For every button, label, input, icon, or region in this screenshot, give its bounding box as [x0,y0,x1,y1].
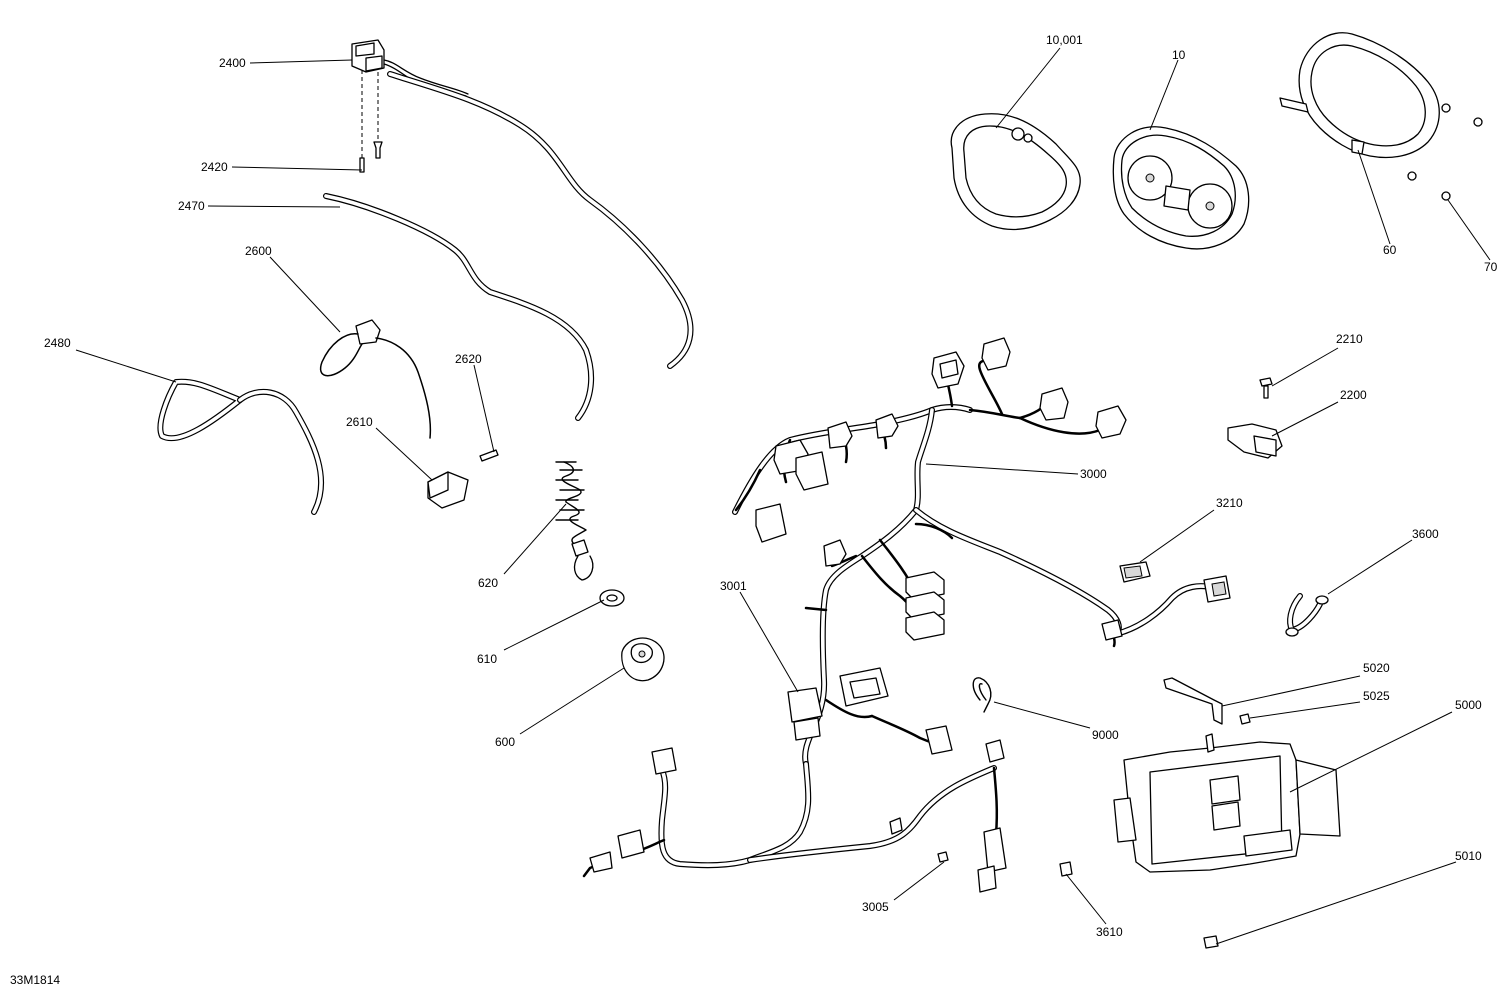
callout-2420: 2420 [201,160,228,174]
part-2420-screws [359,70,383,173]
callout-3000: 3000 [1080,467,1107,481]
part-5020-bracket [1163,677,1223,725]
callout-5010: 5010 [1455,849,1482,863]
leader-lines [75,47,1491,945]
part-10001-bezel [950,113,1081,231]
part-3610-screw [1059,861,1073,877]
part-3600-cable [1285,593,1329,637]
callout-3001: 3001 [720,579,747,593]
part-3005-screw [937,851,949,863]
part-2620-pin [479,449,499,462]
part-60-housing [1279,32,1440,159]
part-2400-cable [387,71,694,369]
callout-2600: 2600 [245,244,272,258]
callout-10: 10 [1172,48,1186,62]
part-3001-harness [582,667,1007,893]
callout-3005: 3005 [862,900,889,914]
callout-2200: 2200 [1340,388,1367,402]
callout-labels: 2400 2420 2470 2600 2480 2620 2610 620 6… [10,33,1498,987]
part-2610-sensor [427,471,469,509]
callout-3210: 3210 [1216,496,1243,510]
part-3000-harness [732,354,1217,767]
callout-70: 70 [1484,260,1498,274]
callout-5020: 5020 [1363,661,1390,675]
callout-620: 620 [478,576,498,590]
callout-3600: 3600 [1412,527,1439,541]
part-9000-tie [972,677,992,713]
figure-code: 33M1814 [10,973,60,987]
callout-3610: 3610 [1096,925,1123,939]
part-2470-cable [323,193,595,421]
callout-5000: 5000 [1455,698,1482,712]
callout-2400: 2400 [219,56,246,70]
part-3210-connector [1119,561,1151,583]
part-620-lanyard [555,461,594,581]
part-5025-screw [1239,713,1251,725]
callout-60: 60 [1383,243,1397,257]
part-3000-connectors [755,337,1231,641]
callout-9000: 9000 [1092,728,1119,742]
callout-2470: 2470 [178,199,205,213]
callout-610: 610 [477,652,497,666]
part-600-knob [621,637,665,682]
part-5000-module [1113,733,1341,873]
callout-5025: 5025 [1363,689,1390,703]
callout-10001: 10,001 [1046,33,1083,47]
part-10-gauge [1112,126,1250,250]
part-2210-screw [1259,377,1273,399]
part-610-clip [599,589,625,607]
part-2600-sensor-loop [319,319,432,439]
part-70-screws [1407,103,1483,201]
callout-2620: 2620 [455,352,482,366]
callout-2480: 2480 [44,336,71,350]
part-2200-sensor [1227,423,1283,459]
part-5010-clip [1203,935,1219,949]
callout-2610: 2610 [346,415,373,429]
callout-600: 600 [495,735,515,749]
part-2480-cable [157,378,325,515]
part-2400-switch [351,39,469,97]
callout-2210: 2210 [1336,332,1363,346]
